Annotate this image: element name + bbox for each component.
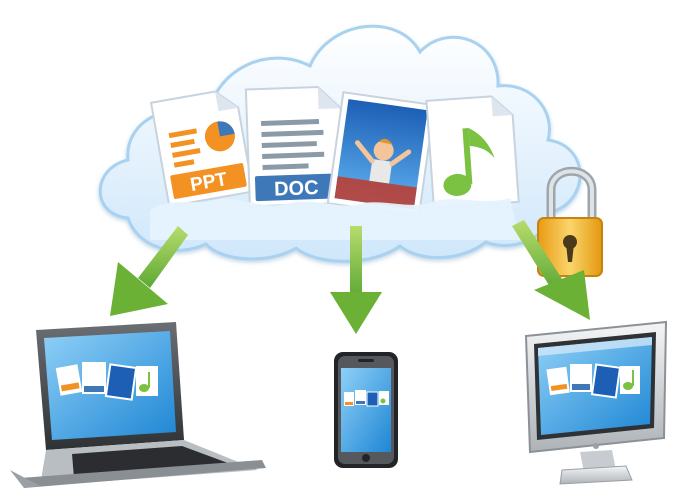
phone-home-button [362,454,370,462]
laptop-file-icons [55,362,158,401]
download-arrow-center [330,226,382,334]
smartphone [334,352,398,468]
music-file-icon [425,95,520,209]
padlock-icon [537,166,603,277]
doc-banner [254,173,338,202]
ppt-line [170,138,195,148]
doc-text-line [260,118,320,126]
phone-file-icons [344,390,389,407]
download-arrow-left [110,226,188,316]
phone-screen [341,368,391,452]
ppt-banner [170,163,247,199]
download-arrow-right [512,220,590,320]
cloud-puff [150,198,520,240]
doc-file-icon: DOC [244,85,345,208]
doc-text-line [261,141,317,148]
doc-label: DOC [274,177,319,201]
monitor-file-icons [546,363,640,399]
ppt-line [172,148,201,158]
laptop-keyboard [72,446,236,478]
ppt-line [173,159,195,168]
photo-icon [326,91,436,218]
ppt-line [168,128,198,139]
ppt-file-icon: PPT [149,90,255,208]
apple-logo [593,443,599,449]
doc-text-line [262,151,325,159]
doc-text-line [261,129,324,137]
pie-chart-icon [204,121,235,152]
desktop-monitor [524,320,668,485]
music-note-icon [443,128,495,196]
doc-text-line [262,163,309,170]
laptop [10,322,266,488]
